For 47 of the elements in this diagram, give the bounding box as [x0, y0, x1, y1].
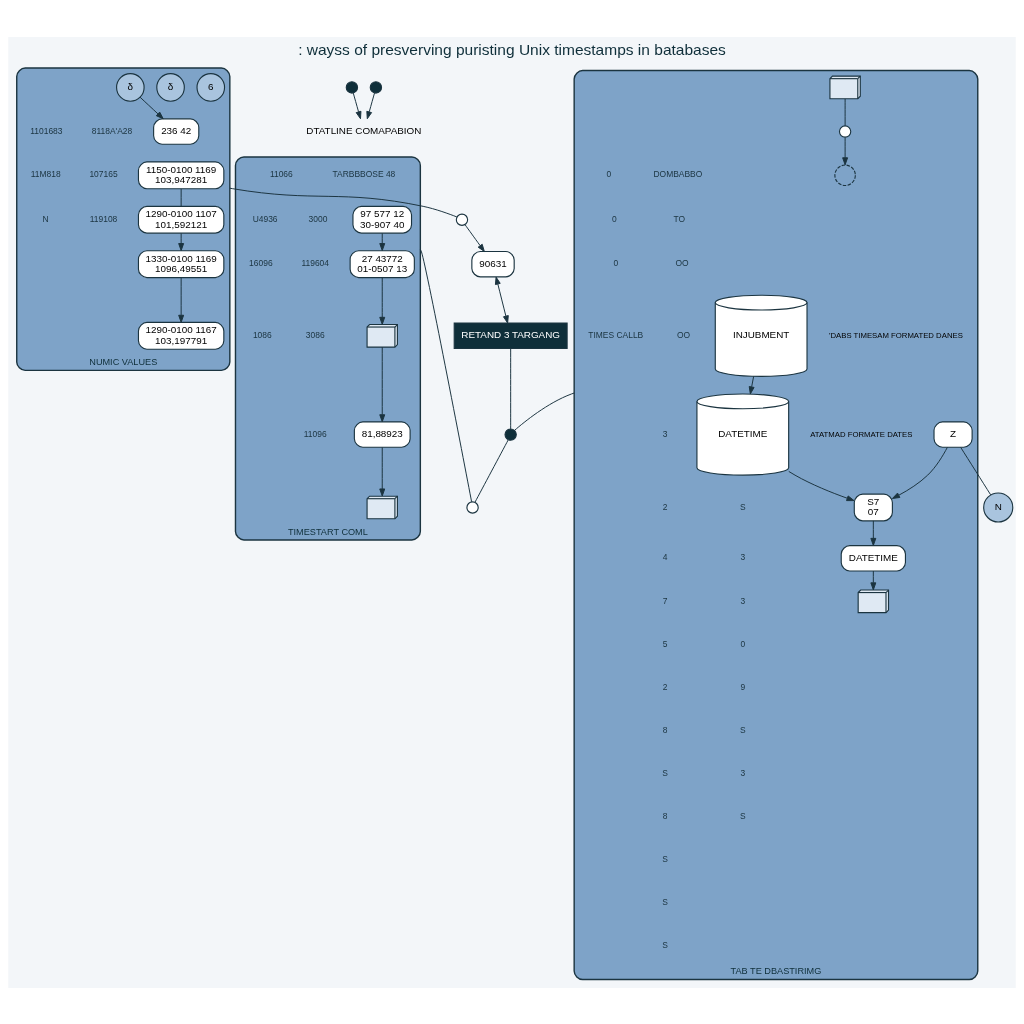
label: 119604 [301, 257, 330, 268]
label: S [739, 501, 746, 512]
label: S [739, 724, 746, 735]
label: 1086 [252, 329, 272, 340]
label: S [662, 767, 669, 778]
label: 1101683 [30, 125, 63, 136]
label: 3086 [305, 329, 325, 340]
label: 9 [740, 681, 746, 692]
node-label: 'DABS TIMESAM FORMATED DANES [829, 330, 963, 340]
label: S [662, 896, 669, 907]
label: 2 [662, 501, 668, 512]
label: 0 [613, 257, 619, 268]
node-text: DTATLINE COMAPABION [306, 124, 422, 136]
label: 11M818 [30, 168, 61, 179]
label: OO [676, 329, 691, 340]
label: OO [675, 257, 689, 268]
label: 3 [662, 428, 668, 439]
label: 119108 [89, 213, 118, 224]
label: 8 [662, 724, 668, 735]
label: 0 [606, 168, 612, 179]
label: 3000 [308, 213, 328, 224]
label: U4936 [252, 213, 278, 224]
label: 7 [662, 595, 668, 606]
label: 8118A'A28 [91, 125, 133, 136]
label: TO [673, 213, 686, 224]
label: 16096 [249, 257, 273, 268]
label: N [42, 213, 49, 224]
label: 2 [662, 681, 668, 692]
label: 0 [612, 213, 617, 224]
diagram-title: : wayss of presverving puristing Unix timestamps in batabases [298, 40, 726, 58]
label: S [662, 939, 669, 950]
label: 11096 [303, 428, 327, 439]
label: 4 [662, 551, 668, 562]
label: TIMES CALLB [588, 329, 644, 340]
label: 0 [740, 638, 746, 649]
node-label: ATATMAD FORMATE DATES [810, 429, 913, 439]
label: S [662, 853, 669, 864]
label: TARBBBOSE 48 [332, 168, 396, 179]
label: 3 [740, 767, 746, 778]
label: 11066 [269, 168, 293, 179]
label: 3 [740, 595, 746, 606]
label: 3 [740, 551, 746, 562]
label: 8 [662, 810, 668, 821]
label: S [739, 810, 746, 821]
label: 5 [662, 638, 668, 649]
label: 107165 [89, 168, 118, 179]
label: DOMBABBO [653, 168, 703, 179]
